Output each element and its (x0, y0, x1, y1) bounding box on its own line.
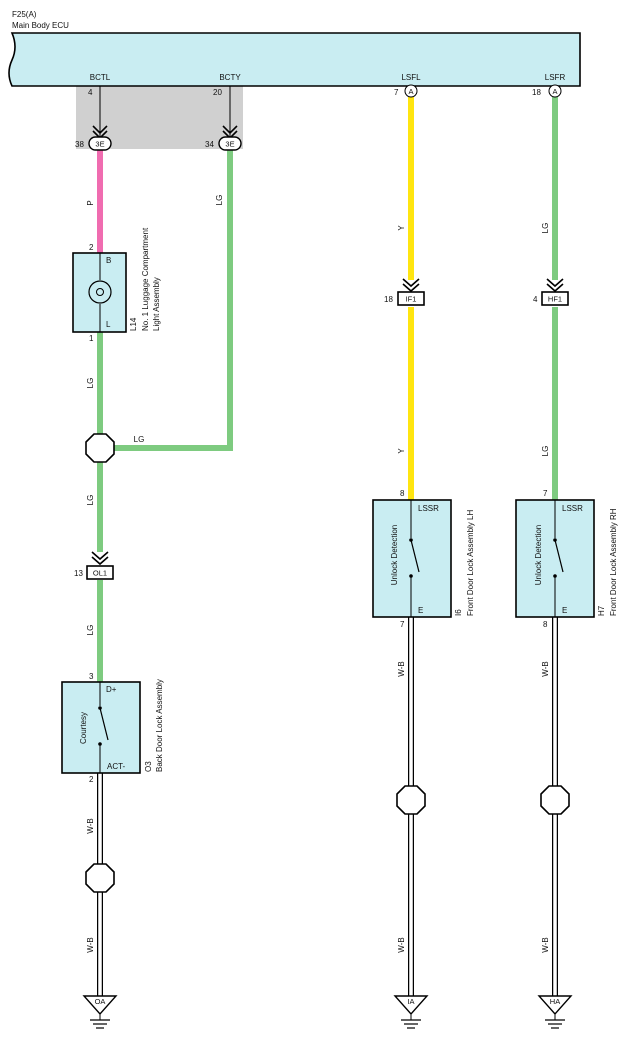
pin-number: 8 (543, 620, 548, 629)
ground-label: HA (550, 997, 560, 1006)
wire-color-label-wb: W-B (86, 818, 95, 833)
connector-pin-38: 38 (75, 140, 84, 149)
wire-color-label-wb: W-B (541, 937, 550, 952)
ecu-connector-a-lsfl: A (404, 84, 418, 98)
wire-color-label-wb: W-B (86, 937, 95, 952)
pin-number: 8 (400, 489, 405, 498)
terminal-label: D+ (106, 685, 117, 694)
pin-number: 7 (543, 489, 548, 498)
wire-color-label-y: Y (397, 225, 406, 231)
wire-color-label-lg: LG (541, 223, 550, 234)
ecu-name: Main Body ECU (12, 21, 69, 30)
component-l14-luggage-light[interactable]: B L (72, 252, 127, 333)
component-name-o3: Back Door Lock Assembly (155, 679, 164, 772)
terminal-label: L (106, 320, 111, 329)
component-name-i6: Front Door Lock Assembly LH (466, 510, 475, 616)
connector-3e-bctl[interactable]: 3E (88, 125, 112, 151)
pin-number: 1 (89, 334, 94, 343)
splice-point-lg[interactable] (85, 433, 115, 463)
switch-label: Unlock Detection (534, 525, 543, 585)
ground-point-oa[interactable]: OA (82, 995, 118, 1029)
ecu-pin-lsfl: LSFL (401, 73, 421, 82)
component-code-o3: O3 (144, 761, 153, 772)
terminal-label: LSSR (418, 504, 439, 513)
connector-hf1[interactable]: HF1 (541, 278, 569, 306)
wire-color-label-y: Y (397, 448, 406, 454)
splice-point-wb-oa[interactable] (85, 863, 115, 893)
wire-color-label-lg: LG (134, 435, 145, 444)
wire-color-label-lg: LG (86, 495, 95, 506)
connector-pin-13: 13 (74, 569, 83, 578)
wire-color-label-wb: W-B (397, 661, 406, 676)
pin-number: 2 (89, 243, 94, 252)
ground-label: OA (95, 997, 106, 1006)
connector-label: 3E (95, 140, 104, 149)
wire-color-label-lg: LG (215, 195, 224, 206)
component-code-l14: L14 (129, 317, 138, 331)
wire-color-label-wb: W-B (541, 661, 550, 676)
ground-label: IA (407, 997, 414, 1006)
terminal-label: LSSR (562, 504, 583, 513)
terminal-label: B (106, 256, 111, 265)
ecu-code: F25(A) (12, 10, 37, 19)
wire-color-label-lg: LG (541, 446, 550, 457)
component-h7-front-door-lock-rh[interactable]: Unlock Detection LSSR E (515, 499, 595, 618)
switch-label: Unlock Detection (390, 525, 399, 585)
ecu-pin-num-lsfr: 18 (532, 88, 541, 97)
wire-bcty[interactable] (114, 86, 233, 451)
splice-point-wb-ha[interactable] (540, 785, 570, 815)
ecu-pin-bcty: BCTY (219, 73, 241, 82)
connector-pin-34: 34 (205, 140, 214, 149)
ecu-connector-a-lsfr: A (548, 84, 562, 98)
pin-number: 3 (89, 672, 94, 681)
ecu-pin-num-bcty: 20 (213, 88, 222, 97)
component-name-l14: No. 1 Luggage Compartment (141, 227, 150, 331)
wire-color-label-wb: W-B (397, 937, 406, 952)
component-code-h7: H7 (597, 605, 606, 616)
ecu-pin-lsfr: LSFR (545, 73, 566, 82)
bulb-filament-icon (96, 288, 104, 296)
pin-number: 2 (89, 775, 94, 784)
terminal-label: E (418, 606, 423, 615)
wire-color-label-lg: LG (86, 625, 95, 636)
component-o3-back-door-lock[interactable]: Courtesy D+ ACT- (61, 681, 141, 774)
connector-label: IF1 (406, 295, 417, 304)
connector-label: HF1 (548, 295, 562, 304)
main-body-ecu-box[interactable] (8, 32, 581, 87)
connector-pin-18: 18 (384, 295, 393, 304)
component-code-i6: I6 (454, 609, 463, 616)
connector-if1[interactable]: IF1 (397, 278, 425, 306)
component-name-h7: Front Door Lock Assembly RH (609, 508, 618, 616)
connector-pin-4: 4 (533, 295, 538, 304)
connector-3e-bcty[interactable]: 3E (218, 125, 242, 151)
pin-number: 7 (400, 620, 405, 629)
ground-point-ia[interactable]: IA (393, 995, 429, 1029)
component-name-l14-line2: Light Assembly (152, 277, 161, 331)
switch-label: Courtesy (79, 712, 88, 744)
component-i6-front-door-lock-lh[interactable]: Unlock Detection LSSR E (372, 499, 452, 618)
wire-color-label-lg: LG (86, 378, 95, 389)
ecu-pin-num-lsfl: 7 (394, 88, 399, 97)
wire-color-label-p: P (86, 200, 95, 205)
connector-ol1[interactable]: OL1 (86, 551, 114, 580)
ecu-pin-num-bctl: 4 (88, 88, 93, 97)
splice-point-wb-ia[interactable] (396, 785, 426, 815)
connector-label: OL1 (93, 569, 107, 578)
terminal-label: ACT- (107, 762, 126, 771)
connector-label: 3E (225, 140, 234, 149)
ecu-pin-bctl: BCTL (90, 73, 111, 82)
svg-text:A: A (408, 87, 413, 96)
ground-point-ha[interactable]: HA (537, 995, 573, 1029)
terminal-label: E (562, 606, 567, 615)
bulb-icon (88, 280, 112, 304)
svg-text:A: A (552, 87, 557, 96)
